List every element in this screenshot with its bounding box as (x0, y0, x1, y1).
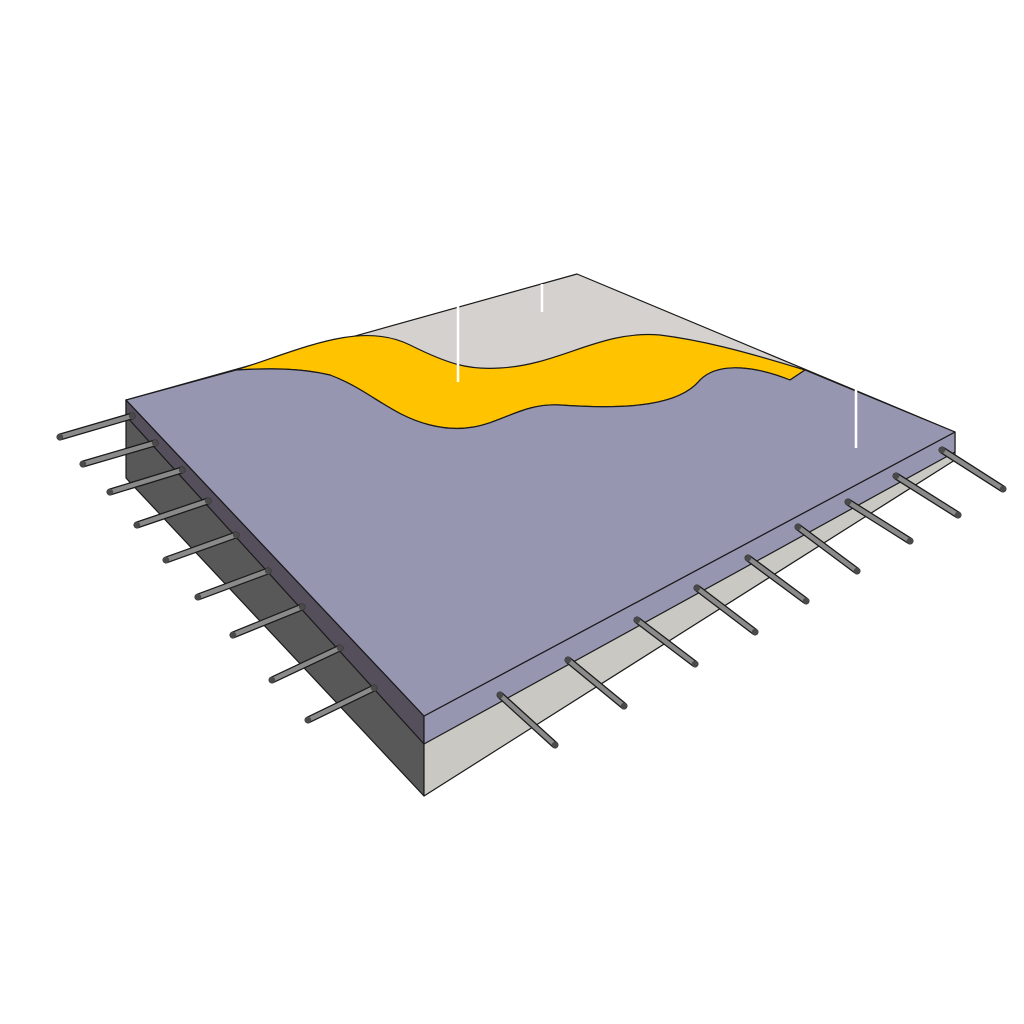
rebar-dowel (106, 466, 186, 496)
rebar-dowel (229, 603, 306, 639)
rebar-dowel (744, 554, 810, 605)
rebar-dowel (794, 523, 861, 575)
rebar-dowel (79, 439, 159, 468)
rebar-dowel (194, 567, 272, 601)
rebar-dowel (633, 616, 699, 668)
rebar-dowels (56, 412, 1007, 749)
rebar-dowel (693, 584, 759, 636)
rebar-dowel (938, 446, 1007, 493)
surface-highlights (456, 284, 858, 448)
rebar-dowel (564, 656, 628, 710)
rebar-dowel (496, 691, 559, 749)
rebar-dowel (268, 644, 344, 684)
rebar-dowel (56, 412, 136, 441)
rebar-dowel (892, 472, 962, 519)
rebar-dowel (304, 684, 378, 724)
rebar-dowel (133, 497, 212, 529)
waterproofing-membrane-top (125, 367, 956, 717)
rebar-dowel (844, 498, 914, 545)
rebar-dowel (162, 531, 240, 564)
